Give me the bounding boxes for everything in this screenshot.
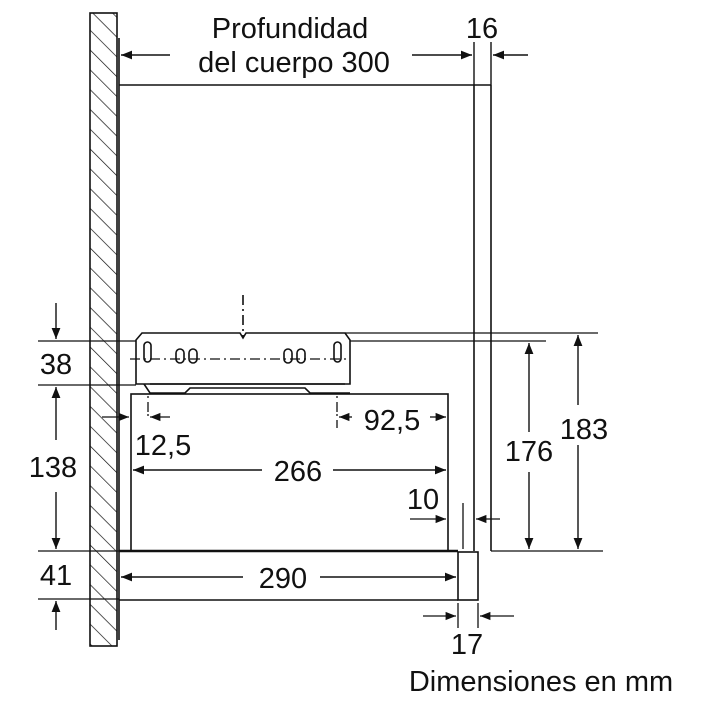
handle-depth-label: 17 bbox=[451, 629, 483, 661]
depth-label-line1: Profundidad bbox=[212, 13, 368, 45]
height-total-label: 183 bbox=[560, 414, 608, 446]
front-gap-label: 10 bbox=[407, 484, 439, 516]
depth-dimension bbox=[120, 42, 528, 85]
mounting-bracket bbox=[130, 295, 351, 394]
bracket-offset-left-label: 12,5 bbox=[135, 430, 191, 462]
bracket-offset-dimensions bbox=[102, 396, 446, 428]
front-panel-thickness-label: 16 bbox=[466, 13, 498, 45]
height-extension-lines bbox=[38, 332, 603, 600]
body-height-label: 138 bbox=[29, 452, 77, 484]
bracket-offset-right-label: 92,5 bbox=[364, 405, 420, 437]
inner-width-label: 266 bbox=[274, 456, 322, 488]
lower-body bbox=[119, 393, 479, 601]
extension-depth-label: 290 bbox=[259, 563, 307, 595]
wall bbox=[89, 12, 118, 647]
right-height-dimensions bbox=[524, 335, 583, 549]
cabinet-outline bbox=[118, 38, 492, 640]
bottom-height-label: 41 bbox=[40, 560, 72, 592]
front-gap-dimension bbox=[410, 503, 500, 549]
bracket-height-label: 38 bbox=[40, 349, 72, 381]
height-inner-label: 176 bbox=[505, 436, 553, 468]
depth-label-line2: del cuerpo 300 bbox=[198, 47, 390, 79]
handle-depth-dimension bbox=[423, 603, 514, 628]
units-label: Dimensiones en mm bbox=[409, 666, 673, 698]
